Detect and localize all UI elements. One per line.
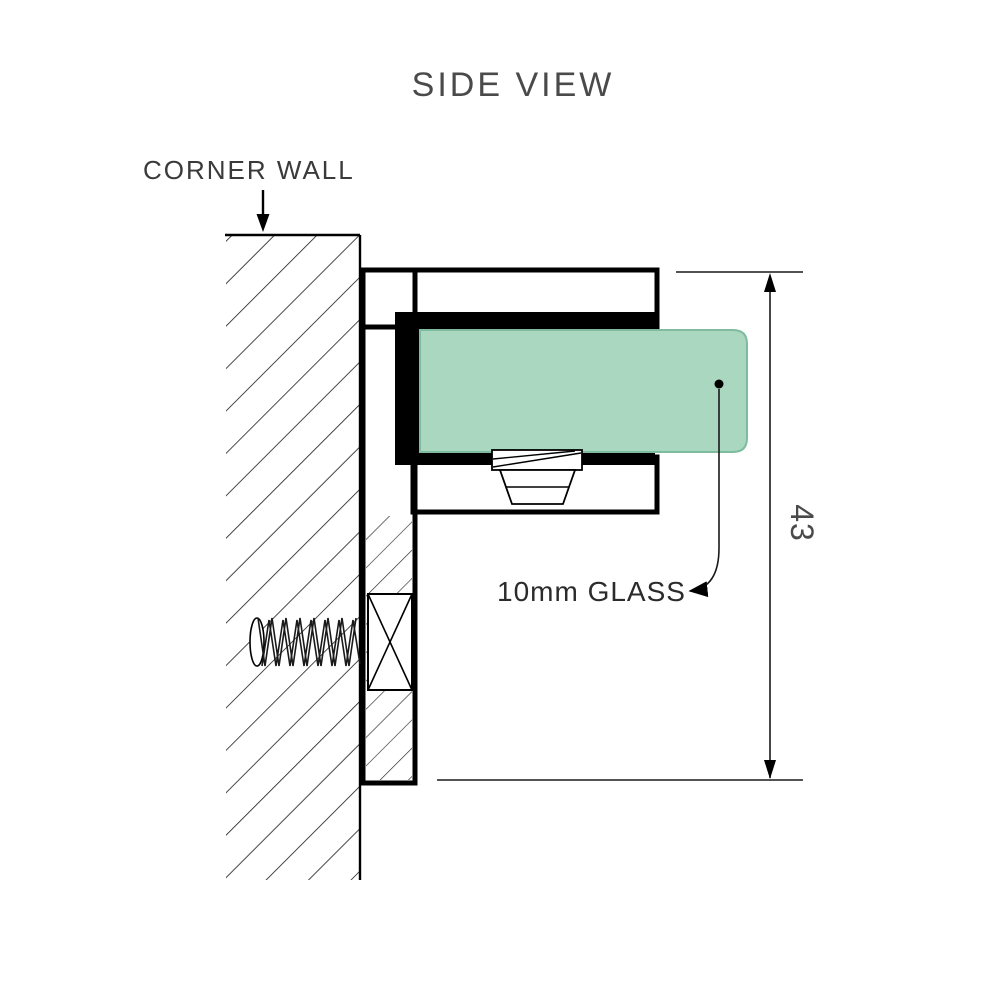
dimension-arrow-top [764, 273, 776, 292]
glass-callout-label: 10mm GLASS [497, 576, 686, 607]
glass-callout-leader [688, 389, 720, 598]
wall-hatching [226, 236, 359, 880]
grub-screw-thread-line-2 [492, 450, 576, 460]
screw-head-cross-2 [367, 593, 413, 691]
corner-wall-label: CORNER WALL [143, 155, 355, 185]
dimension-43: 43 [437, 271, 820, 781]
screw-thread-coil-2 [261, 619, 361, 667]
wall-screw [249, 593, 413, 691]
screw-thread-coil [257, 617, 357, 667]
glass-panel [419, 329, 748, 453]
glass-callout: 10mm GLASS [497, 379, 724, 607]
diagram-title: SIDE VIEW [412, 66, 615, 104]
corner-wall-arrow-head [256, 214, 270, 232]
dimension-value: 43 [784, 504, 820, 542]
glass-callout-dot [714, 379, 724, 389]
grub-screw [491, 449, 583, 505]
dimension-arrow-bottom [764, 760, 776, 779]
grub-screw-thread-line-1 [492, 452, 582, 468]
